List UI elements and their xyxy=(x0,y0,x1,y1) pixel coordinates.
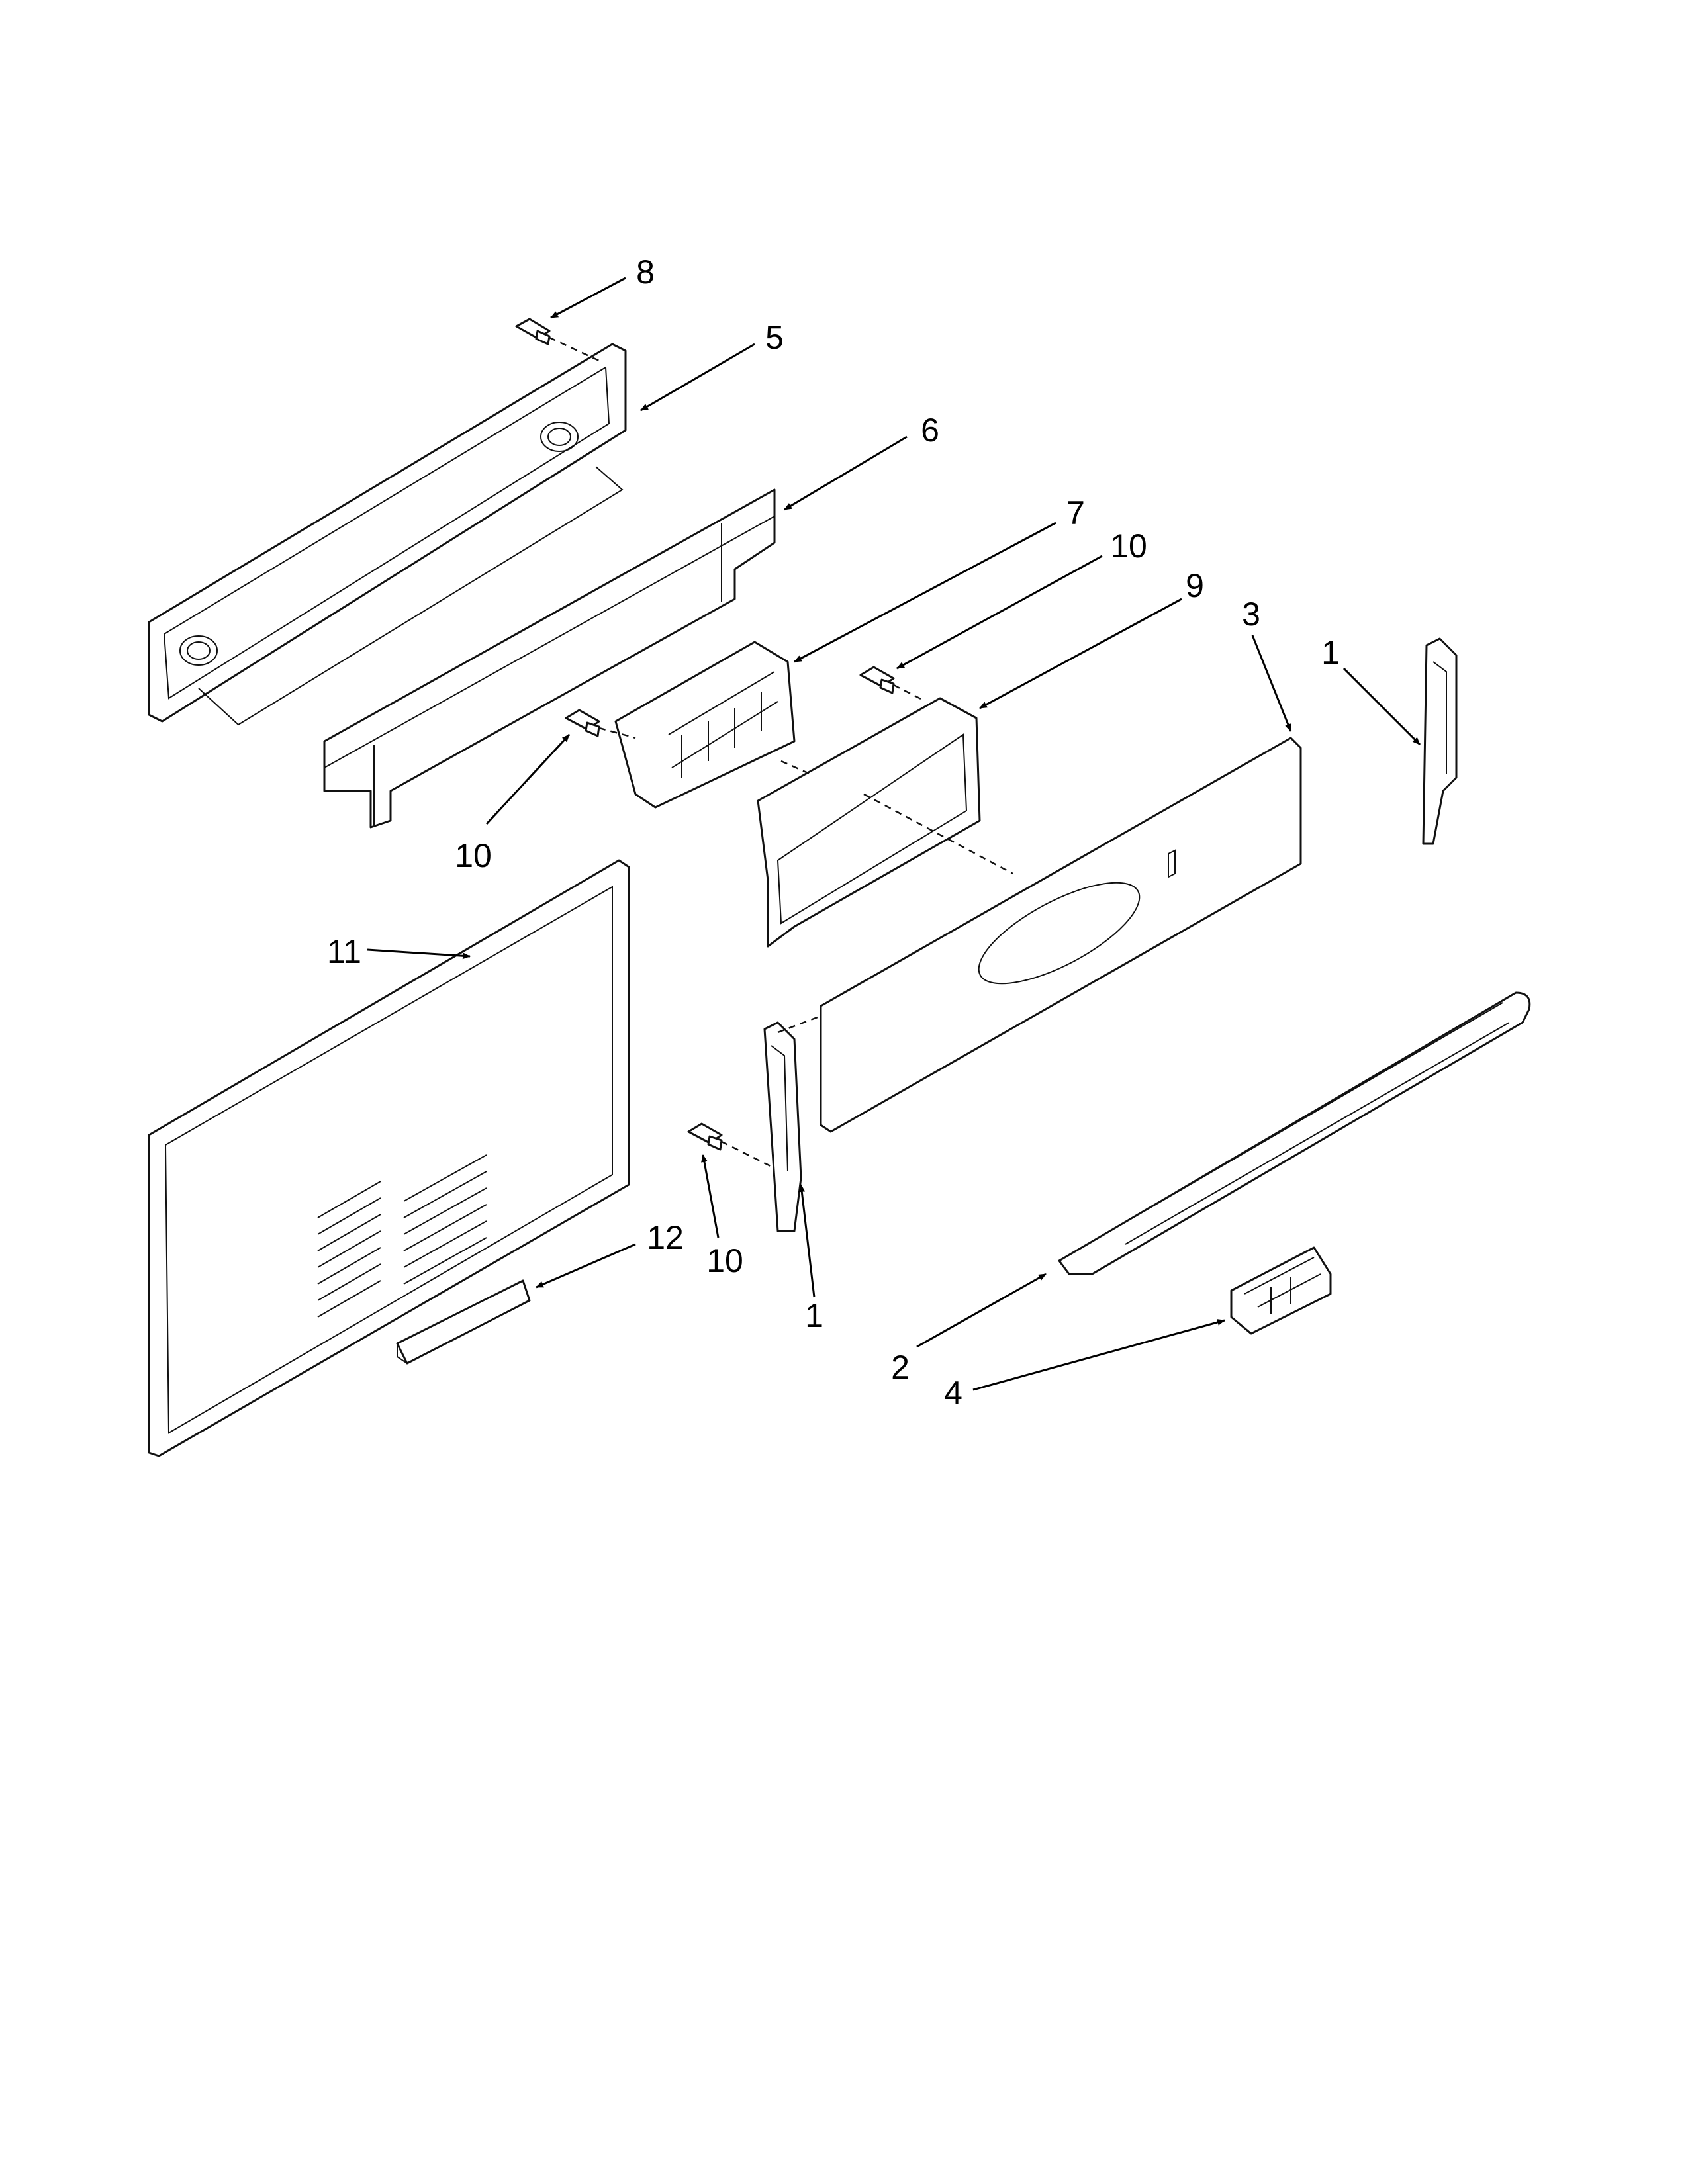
part-screw-10-right xyxy=(859,666,924,702)
callout-9: 9 xyxy=(1186,567,1204,604)
part-handle xyxy=(1058,991,1531,1275)
leader-10c xyxy=(701,1154,720,1238)
part-end-cap-right xyxy=(1422,637,1458,845)
part-connector-block xyxy=(1230,1246,1332,1335)
callout-1a: 1 xyxy=(1321,634,1340,671)
part-display-housing xyxy=(757,697,1013,948)
part-screw-8 xyxy=(515,318,600,362)
leader-3 xyxy=(1251,635,1292,732)
callout-labels: 8 5 6 7 10 9 3 1 10 11 12 10 1 2 4 xyxy=(327,253,1340,1412)
callout-10b: 10 xyxy=(455,837,492,874)
leader-2 xyxy=(916,1273,1047,1348)
leader-1b xyxy=(798,1184,816,1298)
leader-8 xyxy=(550,277,626,319)
callout-3: 3 xyxy=(1242,596,1260,633)
callout-8: 8 xyxy=(636,253,655,291)
part-front-rail xyxy=(323,488,776,829)
leader-12 xyxy=(536,1243,636,1289)
callout-7: 7 xyxy=(1066,494,1085,531)
part-rear-panel xyxy=(148,859,630,1457)
leader-10a xyxy=(896,555,1103,670)
leader-11 xyxy=(367,948,471,960)
callout-10a: 10 xyxy=(1110,527,1147,565)
part-control-module xyxy=(614,641,796,809)
callout-6: 6 xyxy=(921,412,939,449)
part-control-panel-glass xyxy=(820,737,1302,1133)
part-rear-bracket xyxy=(148,343,627,726)
callout-1b: 1 xyxy=(805,1297,823,1334)
part-end-cap-center xyxy=(763,1015,821,1232)
callout-12: 12 xyxy=(647,1219,684,1256)
callout-4: 4 xyxy=(944,1375,962,1412)
part-screw-10-left xyxy=(565,709,636,739)
part-screw-10-lower xyxy=(687,1122,775,1169)
leader-9 xyxy=(979,598,1182,709)
leader-5 xyxy=(640,343,755,412)
part-label-strip xyxy=(396,1279,531,1365)
leader-lines xyxy=(367,277,1421,1391)
leader-6 xyxy=(784,435,908,511)
leader-4 xyxy=(972,1319,1225,1391)
leader-10b xyxy=(485,733,571,825)
leader-1a xyxy=(1342,667,1421,746)
callout-11: 11 xyxy=(327,933,361,970)
leader-7 xyxy=(794,522,1056,663)
callout-5: 5 xyxy=(765,319,784,356)
callout-10c: 10 xyxy=(706,1242,743,1279)
callout-2: 2 xyxy=(891,1349,910,1386)
